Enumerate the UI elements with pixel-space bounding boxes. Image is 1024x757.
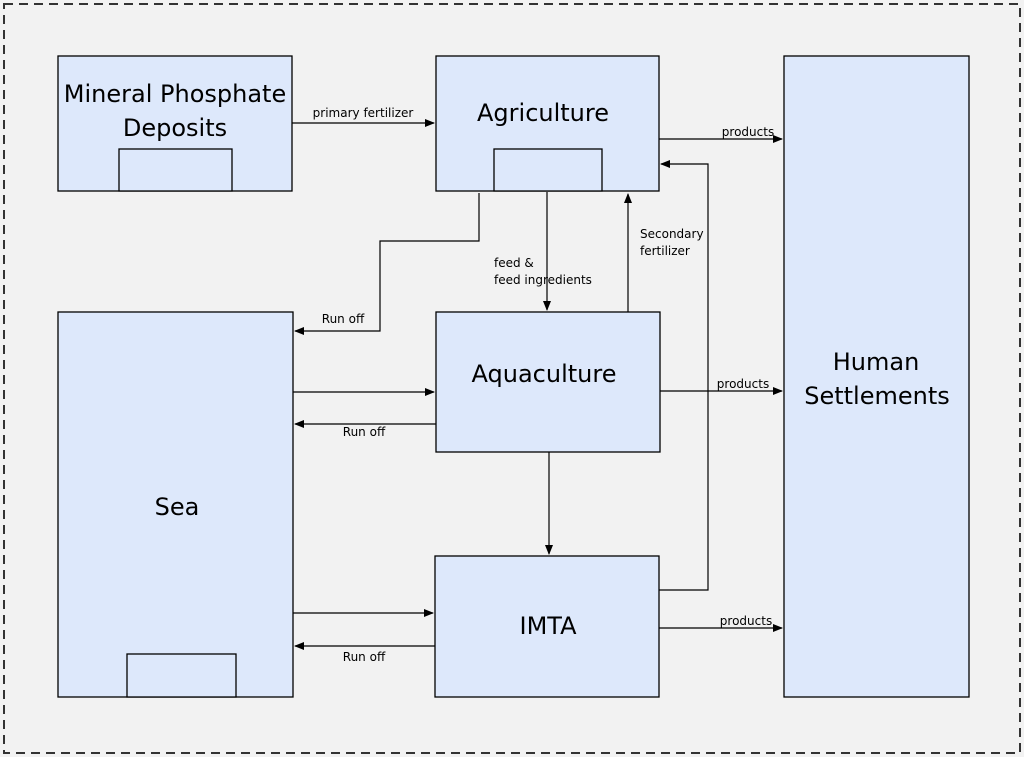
human-label-line2: Settlements (804, 382, 950, 410)
node-agriculture[interactable]: Agriculture (435, 55, 660, 192)
edge-imta-to-agriculture (659, 160, 709, 591)
label-feed-line2: feed ingredients (494, 273, 592, 287)
label-runoff-agriculture: Run off (322, 312, 365, 326)
node-human-settlements[interactable]: Human Settlements (783, 55, 970, 698)
sea-label: Sea (155, 493, 200, 521)
label-runoff-aquaculture: Run off (343, 425, 386, 439)
agriculture-inner-box (493, 148, 603, 192)
label-feed-line1: feed & (494, 256, 534, 270)
label-secondary-line1: Secondary (640, 227, 704, 241)
label-primary-fertilizer: primary fertilizer (313, 106, 414, 120)
human-label-line1: Human (833, 348, 920, 376)
label-runoff-imta: Run off (343, 650, 386, 664)
mineral-label-line1: Mineral Phosphate (64, 80, 286, 108)
mineral-inner-box (118, 148, 233, 192)
node-mineral-phosphate-deposits[interactable]: Mineral Phosphate Deposits (57, 55, 293, 192)
aquaculture-label: Aquaculture (472, 360, 617, 388)
sea-inner-box (126, 653, 237, 698)
label-agriculture-products: products (722, 125, 774, 139)
node-sea[interactable]: Sea (57, 311, 294, 698)
node-imta[interactable]: IMTA (434, 555, 660, 698)
node-aquaculture[interactable]: Aquaculture (435, 311, 661, 453)
label-secondary-line2: fertilizer (640, 244, 690, 258)
imta-label: IMTA (520, 612, 578, 640)
label-aquaculture-products: products (717, 377, 769, 391)
label-imta-products: products (720, 614, 772, 628)
agriculture-label: Agriculture (477, 99, 609, 127)
mineral-label-line2: Deposits (123, 114, 227, 142)
edge-agriculture-runoff-to-sea (294, 193, 480, 335)
